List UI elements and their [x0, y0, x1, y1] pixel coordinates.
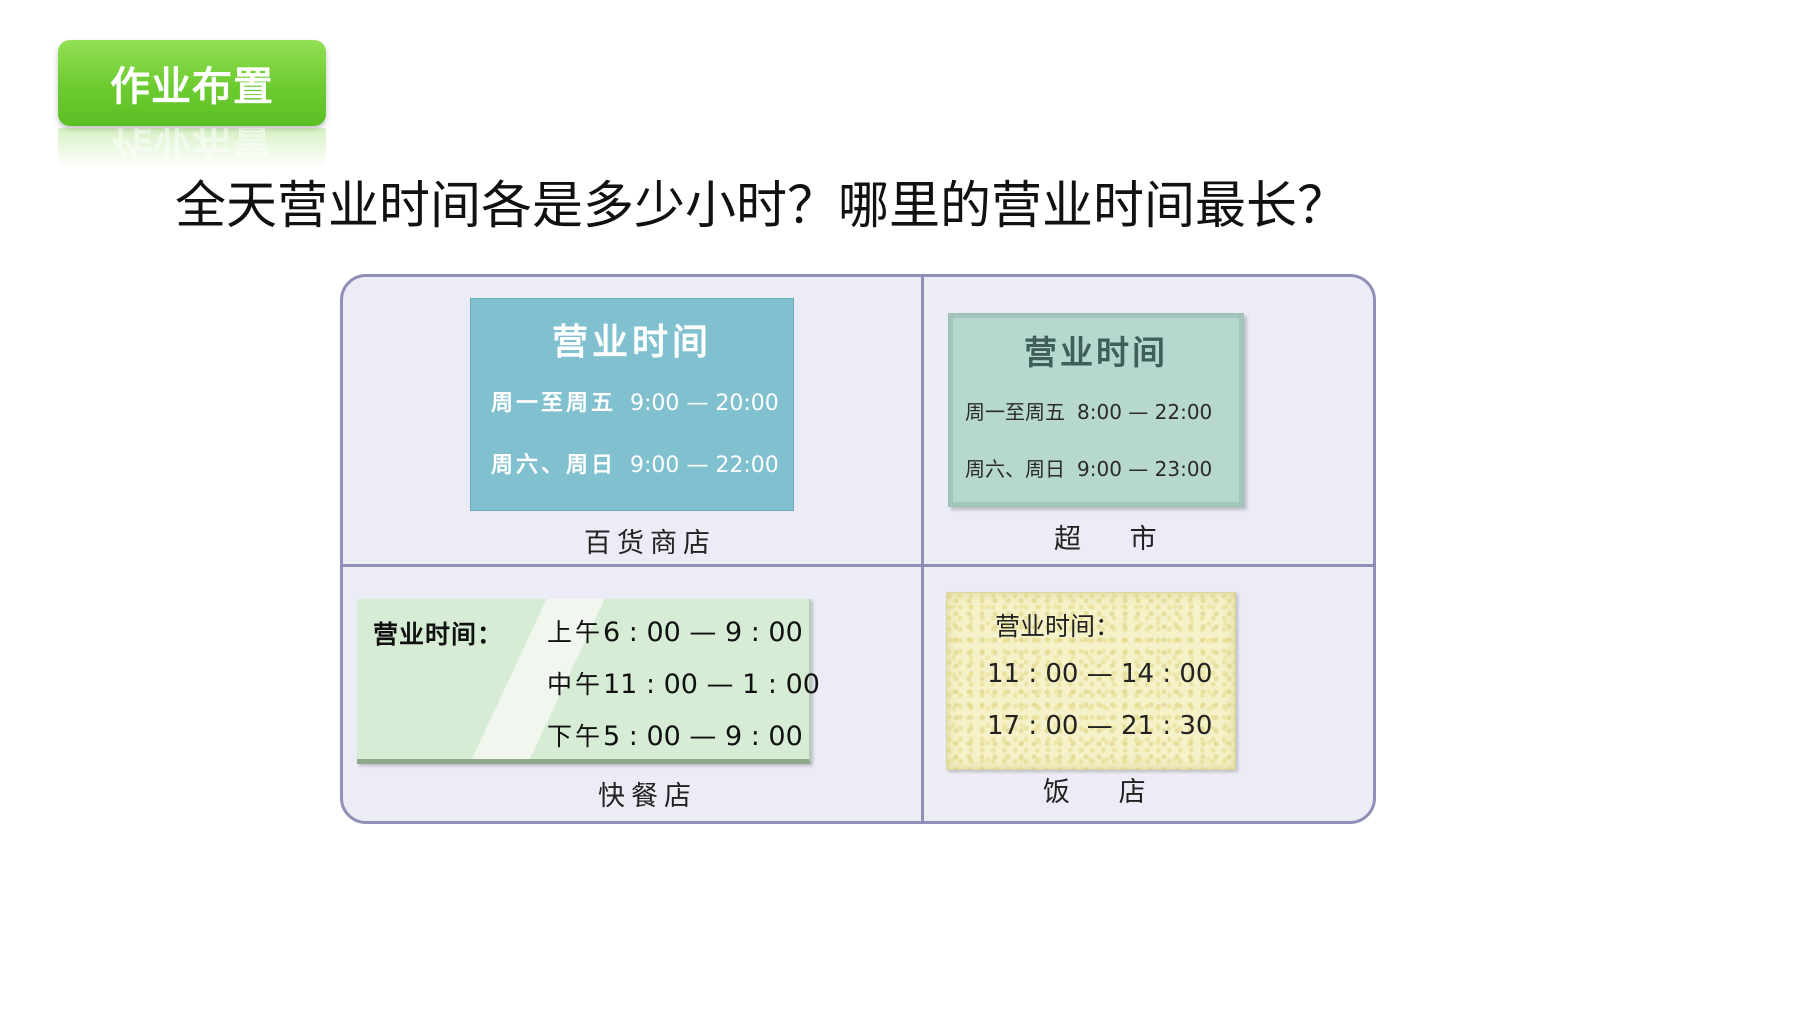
fast-food-evening-time: 5 : 00 — 9 : 00 — [603, 721, 803, 752]
store-hours-panel: 营业时间 周一至周五 9:00 — 20:00 周六、周日 9:00 — 22:00… — [340, 274, 1376, 824]
fast-food-row-evening: 下午5 : 00 — 9 : 00 — [546, 717, 803, 753]
department-store-weekend-days: 周六、周日 — [491, 453, 617, 478]
fast-food-caption: 快餐店 — [598, 781, 697, 812]
supermarket-weekend-time: 9:00 — 23:00 — [1077, 457, 1213, 481]
supermarket-sign-title: 营业时间 — [1024, 333, 1168, 372]
restaurant-sign-label: 营业时间： — [995, 612, 1121, 641]
fast-food-noon-time: 11 : 00 — 1 : 00 — [603, 669, 820, 700]
supermarket-row-weekend: 周六、周日 9:00 — 23:00 — [965, 453, 1212, 482]
supermarket-row-weekday: 周一至周五 8:00 — 22:00 — [965, 396, 1212, 425]
badge-reflection-text: 作业布置 — [112, 128, 272, 160]
fast-food-noon-period: 中午 — [546, 670, 603, 699]
supermarket-weekend-days: 周六、周日 — [965, 457, 1065, 481]
question-text: 全天营业时间各是多少小时？哪里的营业时间最长？ — [175, 177, 1349, 236]
department-store-sign: 营业时间 周一至周五 9:00 — 20:00 周六、周日 9:00 — 22:00 — [470, 298, 794, 511]
fast-food-morning-period: 上午 — [546, 618, 603, 647]
badge-label: 作业布置 — [58, 40, 326, 126]
grid-divider-vertical — [921, 277, 924, 821]
department-store-weekend-time: 9:00 — 22:00 — [630, 453, 779, 478]
grid-divider-horizontal — [343, 564, 1373, 567]
fast-food-sign-label: 营业时间： — [373, 620, 504, 649]
section-badge: 作业布置 作业布置 — [58, 40, 326, 168]
supermarket-sign: 营业时间 周一至周五 8:00 — 22:00 周六、周日 9:00 — 23:00 — [948, 313, 1244, 507]
department-store-sign-title: 营业时间 — [551, 322, 712, 363]
restaurant-row-lunch: 11 : 00 — 14 : 00 — [987, 659, 1213, 689]
fast-food-evening-period: 下午 — [546, 722, 603, 751]
fast-food-morning-time: 6 : 00 — 9 : 00 — [603, 617, 803, 648]
department-store-caption: 百货商店 — [584, 528, 716, 559]
supermarket-weekday-days: 周一至周五 — [965, 400, 1065, 424]
department-store-row-weekend: 周六、周日 9:00 — 22:00 — [491, 447, 779, 479]
fast-food-row-noon: 中午11 : 00 — 1 : 00 — [546, 665, 820, 701]
restaurant-caption: 饭 店 — [1043, 777, 1166, 808]
badge-reflection: 作业布置 — [58, 128, 326, 168]
supermarket-weekday-time: 8:00 — 22:00 — [1077, 400, 1213, 424]
fast-food-row-morning: 上午6 : 00 — 9 : 00 — [546, 613, 803, 649]
fast-food-sign: 营业时间： 上午6 : 00 — 9 : 00 中午11 : 00 — 1 : … — [357, 599, 820, 764]
department-store-weekday-time: 9:00 — 20:00 — [630, 391, 779, 416]
department-store-row-weekday: 周一至周五 9:00 — 20:00 — [491, 385, 779, 417]
restaurant-sign: 营业时间： 11 : 00 — 14 : 00 17 : 00 — 21 : 3… — [946, 592, 1236, 770]
supermarket-caption: 超 市 — [1054, 524, 1177, 555]
department-store-weekday-days: 周一至周五 — [491, 391, 617, 416]
restaurant-row-dinner: 17 : 00 — 21 : 30 — [987, 711, 1213, 741]
